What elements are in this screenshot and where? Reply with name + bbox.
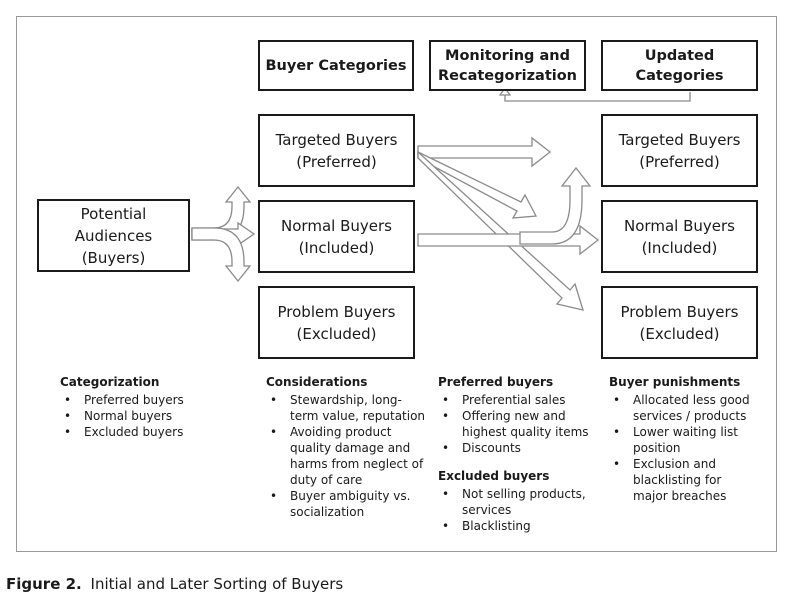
header-buyer-categories-label: Buyer Categories xyxy=(265,57,407,74)
left-targeted-line-1: Targeted Buyers xyxy=(275,130,398,149)
list-item-line: Stewardship, long- xyxy=(290,393,402,407)
figure-frame xyxy=(16,16,777,552)
right-targeted-box: Targeted Buyers (Preferred) xyxy=(601,114,758,187)
right-normal-box: Normal Buyers (Included) xyxy=(601,200,758,273)
left-normal-line-1: Normal Buyers xyxy=(281,216,392,235)
list-item: Lower waiting list position xyxy=(609,424,774,456)
right-normal-line-2: (Included) xyxy=(641,238,718,257)
preferred-buyers-list: Preferential sales Offering new and high… xyxy=(438,392,603,456)
header-buyer-categories: Buyer Categories xyxy=(258,40,414,91)
left-targeted-line-2: (Preferred) xyxy=(296,152,377,171)
header-updated-line-1: Updated xyxy=(644,47,715,64)
source-line-1: Potential xyxy=(80,204,147,223)
right-problem-line-1: Problem Buyers xyxy=(620,302,739,321)
right-problem-box: Problem Buyers (Excluded) xyxy=(601,286,758,359)
caption-label: Figure 2. xyxy=(6,575,82,593)
list-item-line: Offering new and xyxy=(462,409,566,423)
list-item-line: Avoiding product xyxy=(290,425,392,439)
list-item: Excluded buyers xyxy=(60,424,240,440)
list-item-line: major breaches xyxy=(633,489,727,503)
header-monitoring-line-2: Recategorization xyxy=(437,67,578,84)
source-line-3: (Buyers) xyxy=(81,248,146,267)
list-item-line: Buyer ambiguity vs. xyxy=(290,489,411,503)
buyer-punishments-column: Buyer punishments Allocated less good se… xyxy=(609,374,774,504)
arrow-source-to-problem xyxy=(191,227,252,283)
left-problem-line-1: Problem Buyers xyxy=(277,302,396,321)
source-line-2: Audiences xyxy=(74,226,153,245)
list-item-line: Allocated less good xyxy=(633,393,750,407)
list-item-line: highest quality items xyxy=(462,425,589,439)
list-item: Exclusion and blacklisting for major bre… xyxy=(609,456,774,504)
figure-caption: Figure 2. Initial and Later Sorting of B… xyxy=(6,575,343,593)
list-item-line: Not selling products, xyxy=(462,487,586,501)
right-targeted-line-2: (Preferred) xyxy=(639,152,720,171)
list-item-line: Preferential sales xyxy=(462,393,566,407)
considerations-column: Considerations Stewardship, long- term v… xyxy=(266,374,431,520)
list-item: Discounts xyxy=(438,440,603,456)
arrow-targeted-to-targeted xyxy=(417,136,552,168)
list-item-line: duty of care xyxy=(290,473,363,487)
list-item-line: term value, reputation xyxy=(290,409,426,423)
excluded-buyers-list: Not selling products, services Blacklist… xyxy=(438,486,603,534)
header-monitoring: Monitoring and Recategorization xyxy=(429,40,586,91)
list-item-line: socialization xyxy=(290,505,365,519)
list-item-line: harms from neglect of xyxy=(290,457,424,471)
source-box: Potential Audiences (Buyers) xyxy=(37,199,190,272)
preferred-buyers-column: Preferred buyers Preferential sales Offe… xyxy=(438,374,603,534)
arrow-normal-to-normal xyxy=(417,224,600,256)
list-item: Normal buyers xyxy=(60,408,240,424)
buyer-punishments-list: Allocated less good services / products … xyxy=(609,392,774,504)
list-item-line: position xyxy=(633,441,681,455)
header-updated-categories: Updated Categories xyxy=(601,40,758,91)
list-item: Allocated less good services / products xyxy=(609,392,774,424)
list-item: Stewardship, long- term value, reputatio… xyxy=(266,392,431,424)
excluded-buyers-heading: Excluded buyers xyxy=(438,469,550,483)
considerations-heading: Considerations xyxy=(266,375,368,389)
list-item: Not selling products, services xyxy=(438,486,603,518)
right-problem-line-2: (Excluded) xyxy=(639,324,720,343)
left-problem-box: Problem Buyers (Excluded) xyxy=(258,286,415,359)
list-item-line: services xyxy=(462,503,512,517)
preferred-buyers-heading: Preferred buyers xyxy=(438,375,554,389)
left-problem-line-2: (Excluded) xyxy=(296,324,377,343)
right-normal-line-1: Normal Buyers xyxy=(624,216,735,235)
list-item: Preferred buyers xyxy=(60,392,240,408)
considerations-list: Stewardship, long- term value, reputatio… xyxy=(266,392,431,520)
list-item-line: quality damage and xyxy=(290,441,411,455)
list-item-line: Discounts xyxy=(462,441,521,455)
right-targeted-line-1: Targeted Buyers xyxy=(618,130,741,149)
list-item-line: services / products xyxy=(633,409,747,423)
categorization-list: Preferred buyers Normal buyers Excluded … xyxy=(60,392,240,440)
list-item-line: blacklisting for xyxy=(633,473,722,487)
list-item: Blacklisting xyxy=(438,518,603,534)
arrow-feedback xyxy=(504,92,691,102)
left-targeted-box: Targeted Buyers (Preferred) xyxy=(258,114,415,187)
buyer-punishments-heading: Buyer punishments xyxy=(609,375,741,389)
caption-text: Initial and Later Sorting of Buyers xyxy=(90,575,344,593)
list-item: Offering new and highest quality items xyxy=(438,408,603,440)
categorization-column: Categorization Preferred buyers Normal b… xyxy=(60,374,240,440)
list-item: Buyer ambiguity vs. socialization xyxy=(266,488,431,520)
list-item-line: Blacklisting xyxy=(462,519,531,533)
arrow-feedback-head xyxy=(498,86,512,96)
arrow-targeted-to-problem xyxy=(417,150,584,311)
left-normal-box: Normal Buyers (Included) xyxy=(258,200,415,273)
list-item: Preferential sales xyxy=(438,392,603,408)
header-monitoring-line-1: Monitoring and xyxy=(445,47,570,64)
categorization-heading: Categorization xyxy=(60,375,160,389)
list-item-line: Exclusion and xyxy=(633,457,716,471)
left-normal-line-2: (Included) xyxy=(298,238,375,257)
header-updated-line-2: Categories xyxy=(635,67,724,84)
list-item-line: Lower waiting list xyxy=(633,425,738,439)
arrow-normal-to-targeted xyxy=(519,166,592,245)
list-item: Avoiding product quality damage and harm… xyxy=(266,424,431,488)
